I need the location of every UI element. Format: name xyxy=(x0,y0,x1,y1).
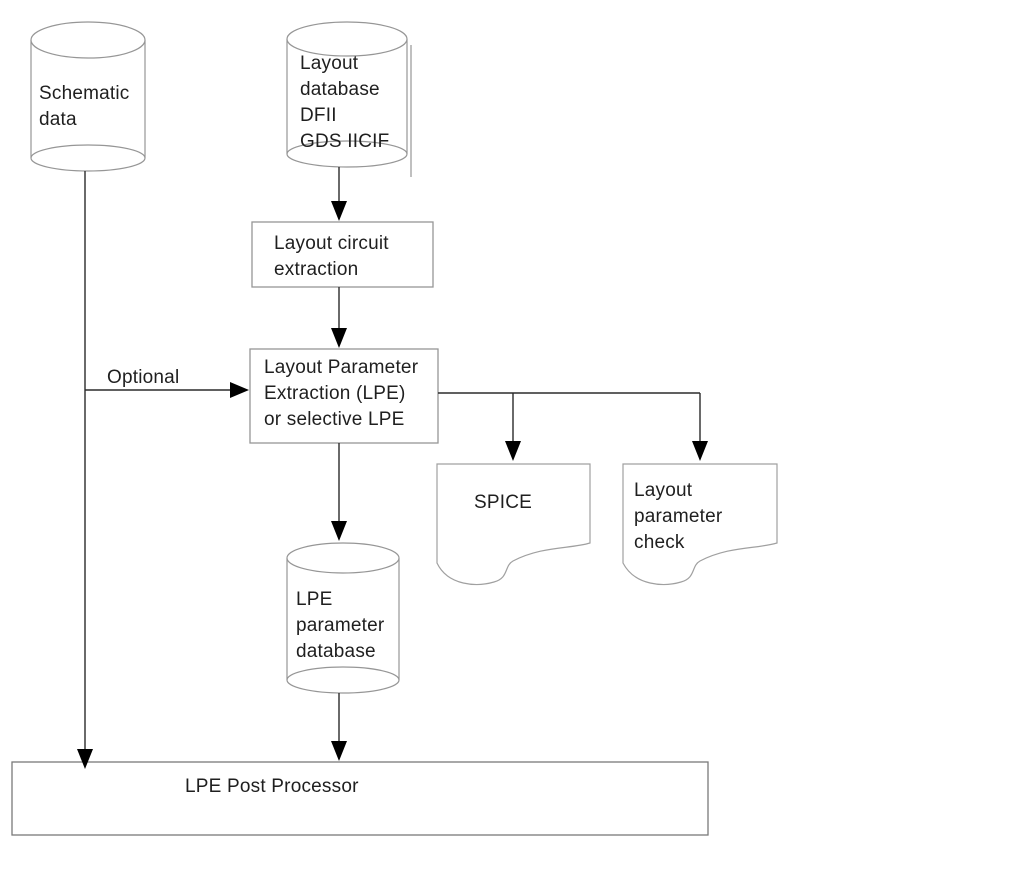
arrowhead-down-icon xyxy=(77,749,93,769)
spice-label: SPICE xyxy=(474,492,533,513)
cylinder-layout-database xyxy=(286,21,412,177)
arrow-database-to-postprocessor xyxy=(331,693,347,761)
arrow-schematic-to-postprocessor xyxy=(77,171,93,769)
arrowhead-down-icon xyxy=(692,441,708,461)
lpe-post-processor-label: LPE Post Processor xyxy=(185,776,359,797)
box-layout-circuit-extraction xyxy=(251,221,434,288)
cylinder-schematic-data xyxy=(30,21,146,172)
layout-parameter-check-label: Layout parameter check xyxy=(634,480,723,553)
lpe-parameter-database-label: LPE parameter database xyxy=(296,589,385,662)
arrow-lpe-to-database xyxy=(331,443,347,541)
document-spice xyxy=(436,463,591,586)
arrowhead-down-icon xyxy=(331,741,347,761)
arrowhead-right-icon xyxy=(230,382,249,398)
schematic-data-label: Schematic data xyxy=(39,83,130,130)
cylinder-lpe-parameter-database xyxy=(286,542,400,694)
arrowhead-down-icon xyxy=(331,201,347,221)
lpe-label: Layout Parameter Extraction (LPE) or sel… xyxy=(264,357,419,430)
layout-database-label: Layout database DFII GDS IICIF xyxy=(300,53,390,152)
box-lpe-post-processor xyxy=(11,761,709,836)
arrowhead-down-icon xyxy=(331,328,347,348)
arrow-extraction-to-lpe xyxy=(331,287,347,348)
layout-circuit-extraction-label: Layout circuit extraction xyxy=(274,233,389,280)
arrow-lpe-to-documents xyxy=(438,392,708,461)
arrow-layoutdb-to-extraction xyxy=(331,167,347,221)
document-layout-parameter-check xyxy=(622,463,778,586)
box-lpe xyxy=(249,348,439,444)
arrowhead-down-icon xyxy=(505,441,521,461)
optional-edge-label: Optional xyxy=(107,367,180,388)
arrowhead-down-icon xyxy=(331,521,347,541)
arrow-optional-to-lpe xyxy=(85,382,249,398)
